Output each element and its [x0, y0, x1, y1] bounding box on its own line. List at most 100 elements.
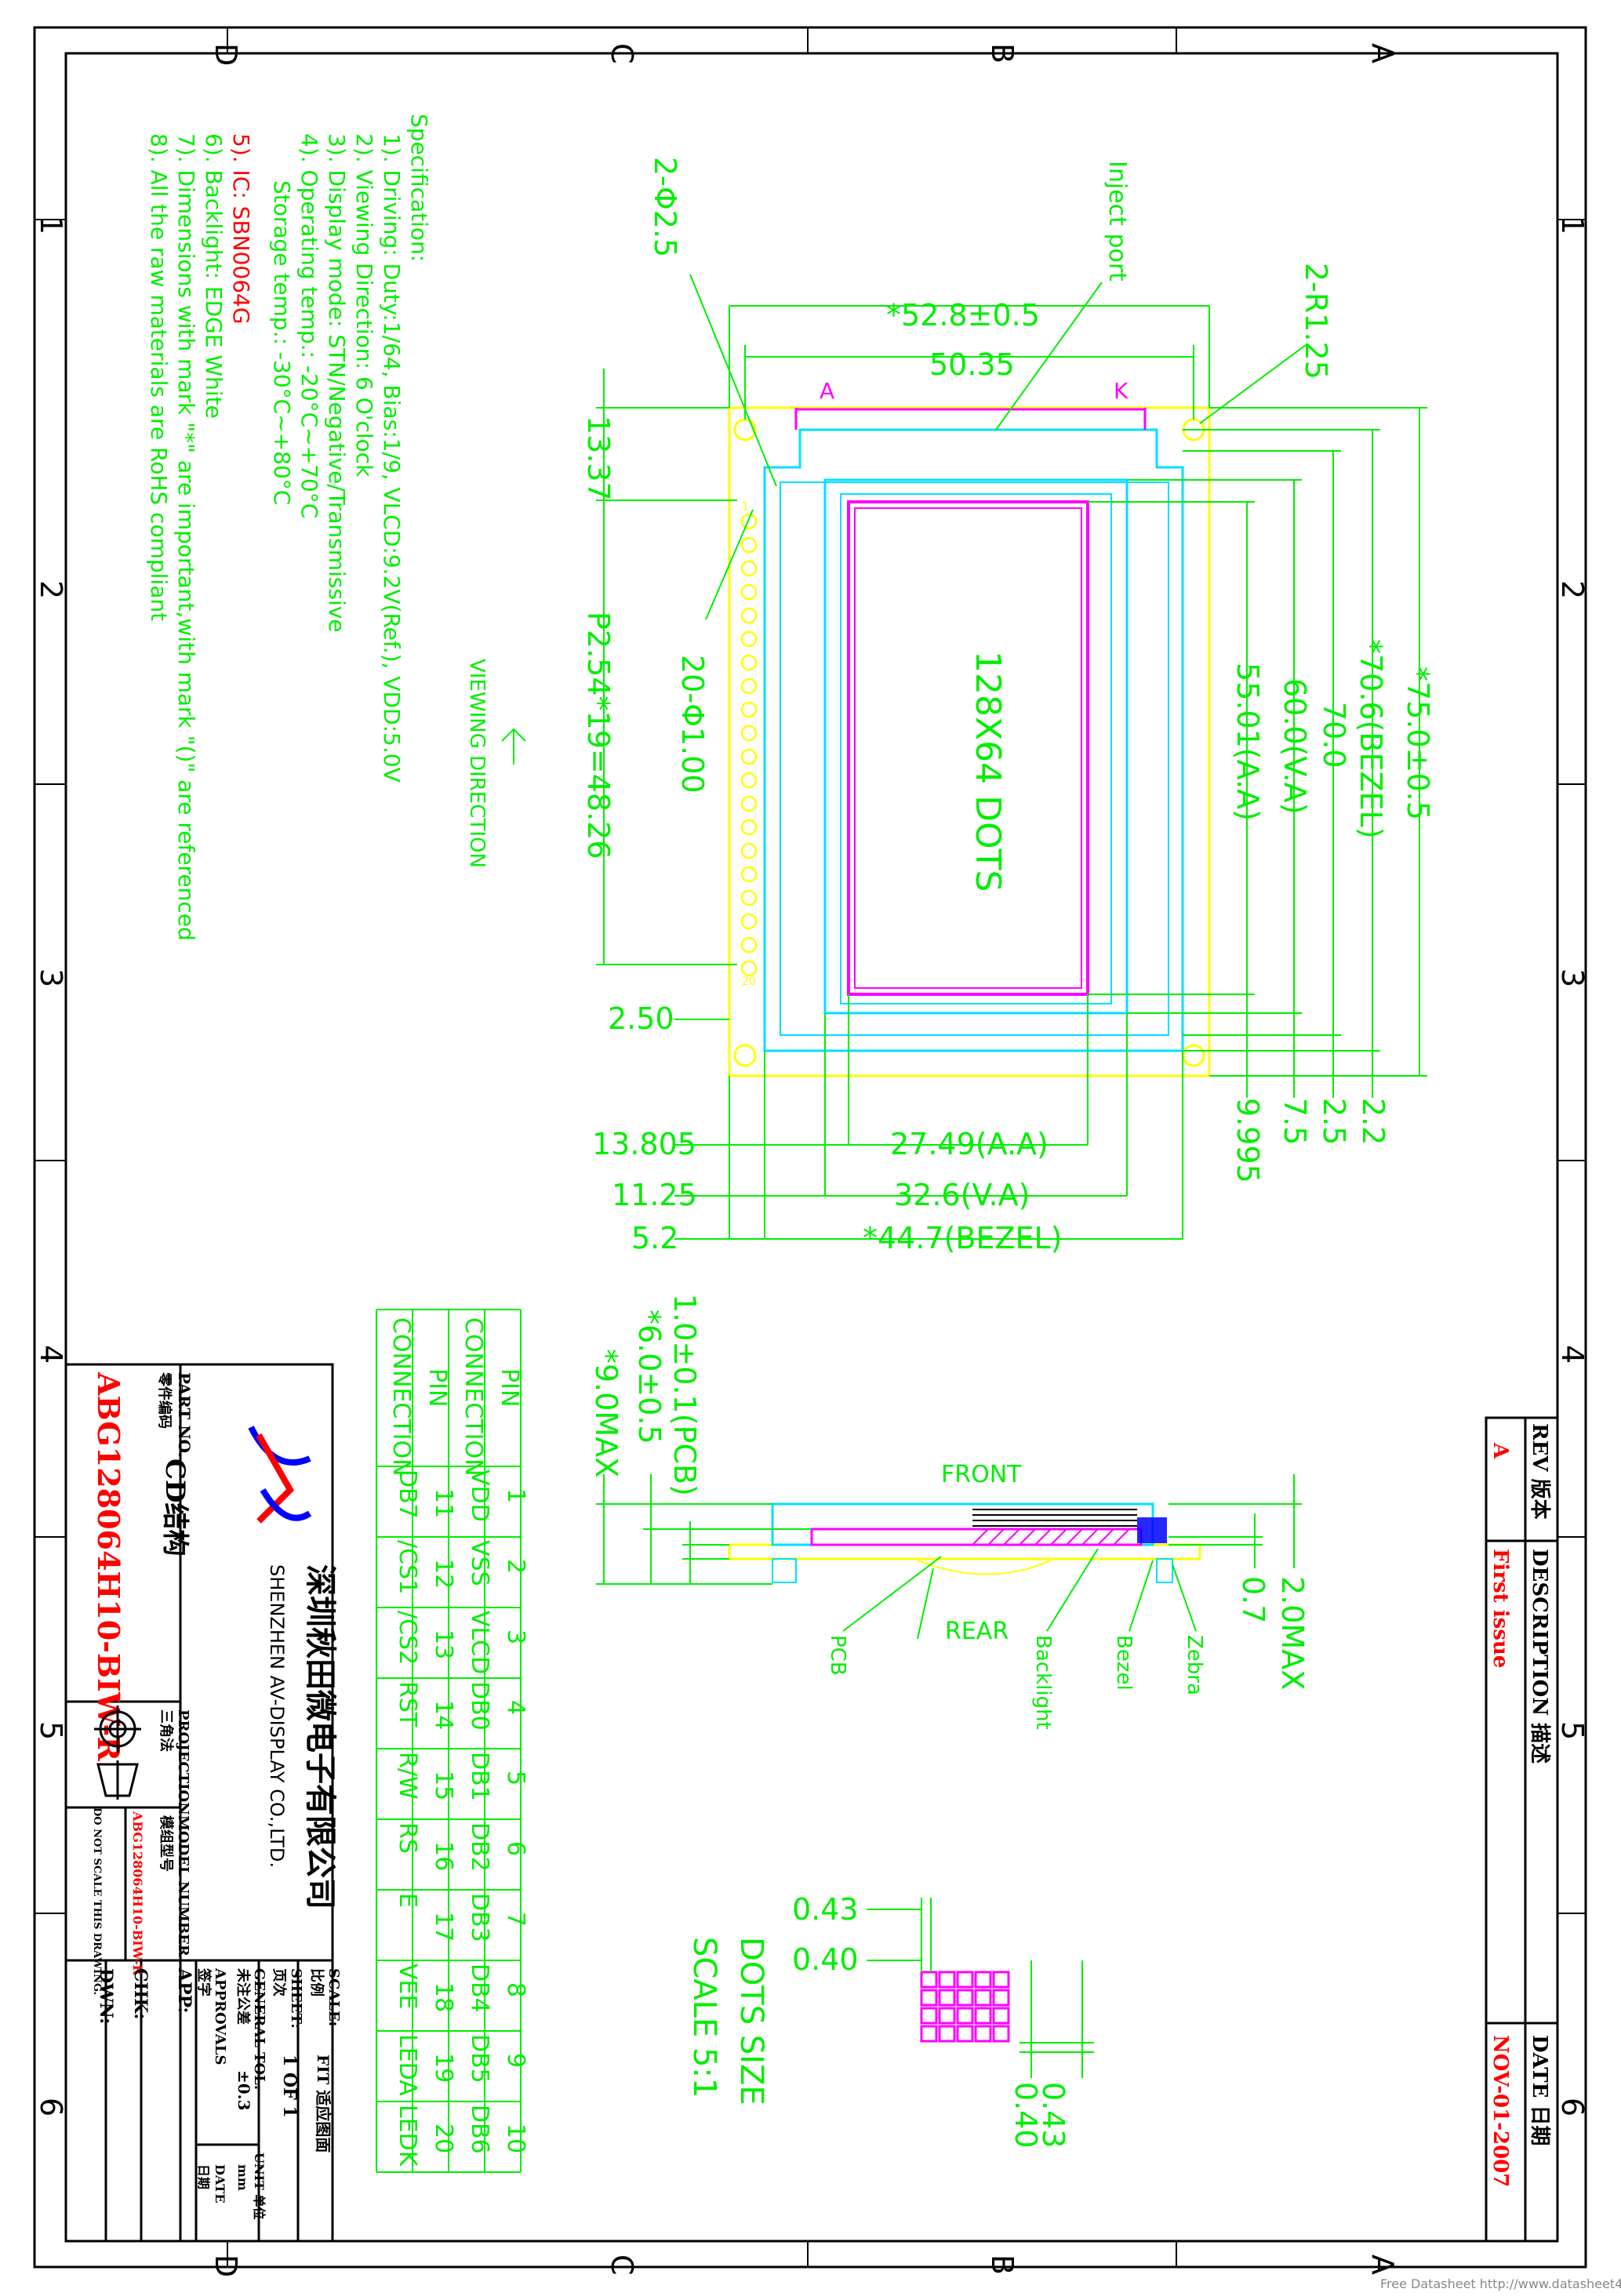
mount-hole-bottom-right [1182, 1044, 1205, 1067]
rev-header: REV 版本 [1528, 1423, 1551, 1520]
model-cn: 模组型号 [158, 1815, 175, 1872]
dot-dim-1: 0.43 [792, 1892, 859, 1927]
dim-aa-width: 27.49(A.A) [890, 1127, 1049, 1161]
spec-line-5: Storage temp.: -30°C~+80°C [269, 180, 295, 505]
pin-hole [740, 913, 758, 930]
dot-cell [938, 2007, 956, 2025]
dim-pin-pitch: P2.54*19=48.26 [581, 612, 616, 859]
dim-aa-left: 13.805 [592, 1127, 696, 1161]
company-logo [248, 1426, 312, 1524]
spec-line-6: 5). IC: SBN0064G [228, 133, 254, 325]
side-dim-lines [596, 1474, 1302, 1640]
mount-hole-top-left [733, 418, 757, 441]
pin-number-cell: 11 [430, 1488, 457, 1518]
inject-port-label: Inject port [1103, 161, 1131, 282]
company-name-cn: 深圳秋田微电子有限公司 [302, 1564, 338, 1909]
pin-connection-cell: LEDK [394, 2105, 421, 2167]
dot-cell [974, 2025, 992, 2043]
zone-letter-top-1: D [209, 43, 243, 66]
pin-table-grid [376, 1309, 522, 2173]
zone-letter-bottom-3: B [985, 2254, 1019, 2275]
dim-aa-height: 55.01(A.A) [1230, 663, 1265, 821]
viewing-area [823, 478, 1129, 1015]
pin-hole [740, 701, 758, 718]
dots-size-title: DOTS SIZE [733, 1937, 769, 2105]
pin-connection-cell: VDD [466, 1470, 493, 1522]
pin-holes [740, 513, 758, 977]
scale-value: FIT 适应图面 [314, 2054, 333, 2152]
active-area [847, 500, 1089, 996]
pin-hole [740, 819, 758, 836]
spec-line-7: 6). Backlight: EDGE White [201, 133, 227, 419]
spec-title: Specification: [406, 114, 432, 262]
pin-connection-cell: DB0 [466, 1681, 493, 1731]
dim-holes-width: 50.35 [929, 347, 1015, 382]
pin-hole [740, 513, 758, 530]
dots-size-scale: SCALE 5:1 [686, 1937, 722, 2098]
dot-cell [938, 2025, 956, 2043]
pin-number-cell: 7 [502, 1912, 529, 1927]
pin-hole [740, 583, 758, 601]
dimension-texts: *52.8±0.5 50.35 13.37 P2.54*19=48.26 2.5… [581, 298, 1435, 1255]
pcb-board [728, 1543, 1201, 1560]
title-block: 深圳秋田微电子有限公司 SHENZHEN AV-DISPLAY CO.,LTD.… [64, 1363, 342, 2243]
zone-number-left-2: 2 [34, 580, 68, 599]
pin-hole [740, 725, 758, 742]
dot-cell [992, 1971, 1010, 1989]
app-label: APP: [174, 1967, 194, 2014]
bezel-tab-right [1156, 1558, 1173, 1583]
viewing-direction-arrow [501, 728, 526, 765]
dim-70: 70.0 [1317, 702, 1351, 768]
pin-hole [740, 536, 758, 554]
company-name-en: SHENZHEN AV-DISPLAY CO.,LTD. [266, 1564, 288, 1868]
zebra-label: Zebra [1183, 1635, 1206, 1695]
rev-value: A [1488, 1442, 1512, 1459]
zone-number-right-3: 3 [1555, 968, 1590, 987]
pin-connection-cell: R/W [394, 1752, 421, 1800]
projection-cn: 三角法 [158, 1709, 175, 1752]
pin-number-cell: 10 [502, 2123, 529, 2153]
pin-connection-cell: VSS [466, 1540, 493, 1586]
specification-block: Specification: 1). Driving: Duty:1/64, B… [146, 114, 432, 941]
part-no-label: PART NO. [175, 1372, 194, 1458]
unit-label: UNIT 单位 [252, 2152, 267, 2220]
pin-number-cell: 17 [430, 1912, 457, 1942]
pin-number-cell: 16 [430, 1841, 457, 1871]
pcb-thickness: 1.0±0.1(PCB) [667, 1294, 702, 1496]
description-header: DESCRIPTION 描述 [1528, 1549, 1551, 1764]
dim-bezel-left: 5.2 [631, 1221, 678, 1255]
dim-bezel-height: *70.6(BEZEL) [1354, 639, 1388, 839]
pin-connection-cell: DB4 [466, 1964, 493, 2013]
dot-cell [920, 2025, 938, 2043]
viewing-direction-label: VIEWING DIRECTION [465, 659, 489, 868]
bezel-tab-left [772, 1558, 797, 1583]
approval-date-label: DATE [213, 2164, 227, 2203]
dot-cell [956, 2025, 974, 2043]
dot-cell [938, 1989, 956, 2007]
dim-va-left: 11.25 [612, 1178, 697, 1212]
zone-number-right-2: 2 [1555, 580, 1590, 599]
spec-line-3: 3). Display mode: STN/Negative/Transmiss… [324, 133, 350, 633]
pin-table-header-pin-1: PIN [496, 1368, 523, 1407]
pin-connection-cell: DB2 [466, 1822, 493, 1872]
pin-connection-cell: DB5 [466, 2034, 493, 2083]
sheet-label: SHEET: [288, 1968, 304, 2029]
unit-value: mm [235, 2164, 250, 2191]
pin-number-cell: 19 [430, 2053, 457, 2083]
holes-label: 2-Φ2.5 [648, 157, 682, 257]
dot-cell [920, 1971, 938, 1989]
pin-number-cell: 12 [430, 1559, 457, 1589]
thickness-07: 0.7 [1236, 1576, 1270, 1623]
dot-dim-lines [867, 1898, 1094, 2078]
zone-ticks [35, 27, 1586, 2267]
dwn-label: DWN: [96, 1968, 116, 2024]
pin-connection-cell: DB6 [466, 2105, 493, 2154]
thickness-9: *9.0MAX [589, 1349, 623, 1477]
side-labels: FRONT REAR PCB Backlight Bezel Zebra 1.0… [589, 1294, 1310, 1730]
dim-22: 2.2 [1356, 1098, 1390, 1145]
pin-hole [740, 842, 758, 859]
pin-hole [740, 560, 758, 577]
part-no-cn: 零件编码 [156, 1371, 173, 1429]
dim-25: 2.5 [1317, 1098, 1351, 1145]
